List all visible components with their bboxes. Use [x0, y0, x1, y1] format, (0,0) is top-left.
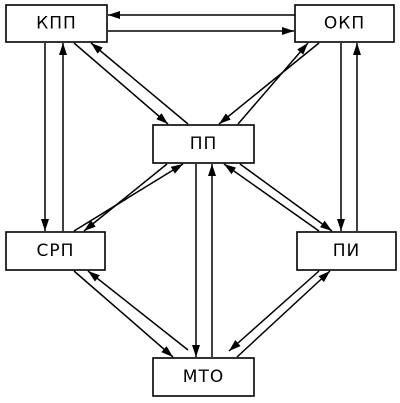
nodes-layer: КПП ОКП ПП СРП ПИ МТО [5, 4, 397, 397]
node-pi-label: ПИ [333, 241, 361, 261]
node-mto: МТО [152, 357, 255, 397]
arrow-srp-to-pp [73, 163, 184, 232]
arrow-mto-to-srp [87, 270, 189, 351]
arrow-mto-to-pi [236, 270, 331, 358]
arrow-kpp-to-pp [73, 42, 169, 125]
node-okp-label: ОКП [324, 14, 365, 34]
arrow-pp-to-kpp [90, 42, 189, 125]
edges-layer [41, 11, 361, 358]
node-pp: ПП [152, 124, 255, 164]
arrow-pp-to-srp [83, 163, 168, 232]
node-srp-label: СРП [37, 241, 75, 261]
node-kpp-label: КПП [36, 14, 77, 34]
arrow-pi-to-mto [228, 270, 320, 352]
arrow-pp-to-okp [237, 42, 309, 125]
arrow-pp-to-pi [239, 163, 333, 232]
node-srp: СРП [5, 231, 106, 271]
arrow-pi-to-pp [223, 163, 320, 232]
node-pp-label: ПП [190, 134, 218, 154]
node-kpp: КПП [5, 4, 108, 43]
node-mto-label: МТО [183, 367, 224, 387]
arrow-okp-to-pp [218, 42, 320, 125]
node-okp: ОКП [294, 4, 395, 43]
arrow-srp-to-mto [73, 270, 174, 358]
node-pi: ПИ [296, 231, 397, 271]
